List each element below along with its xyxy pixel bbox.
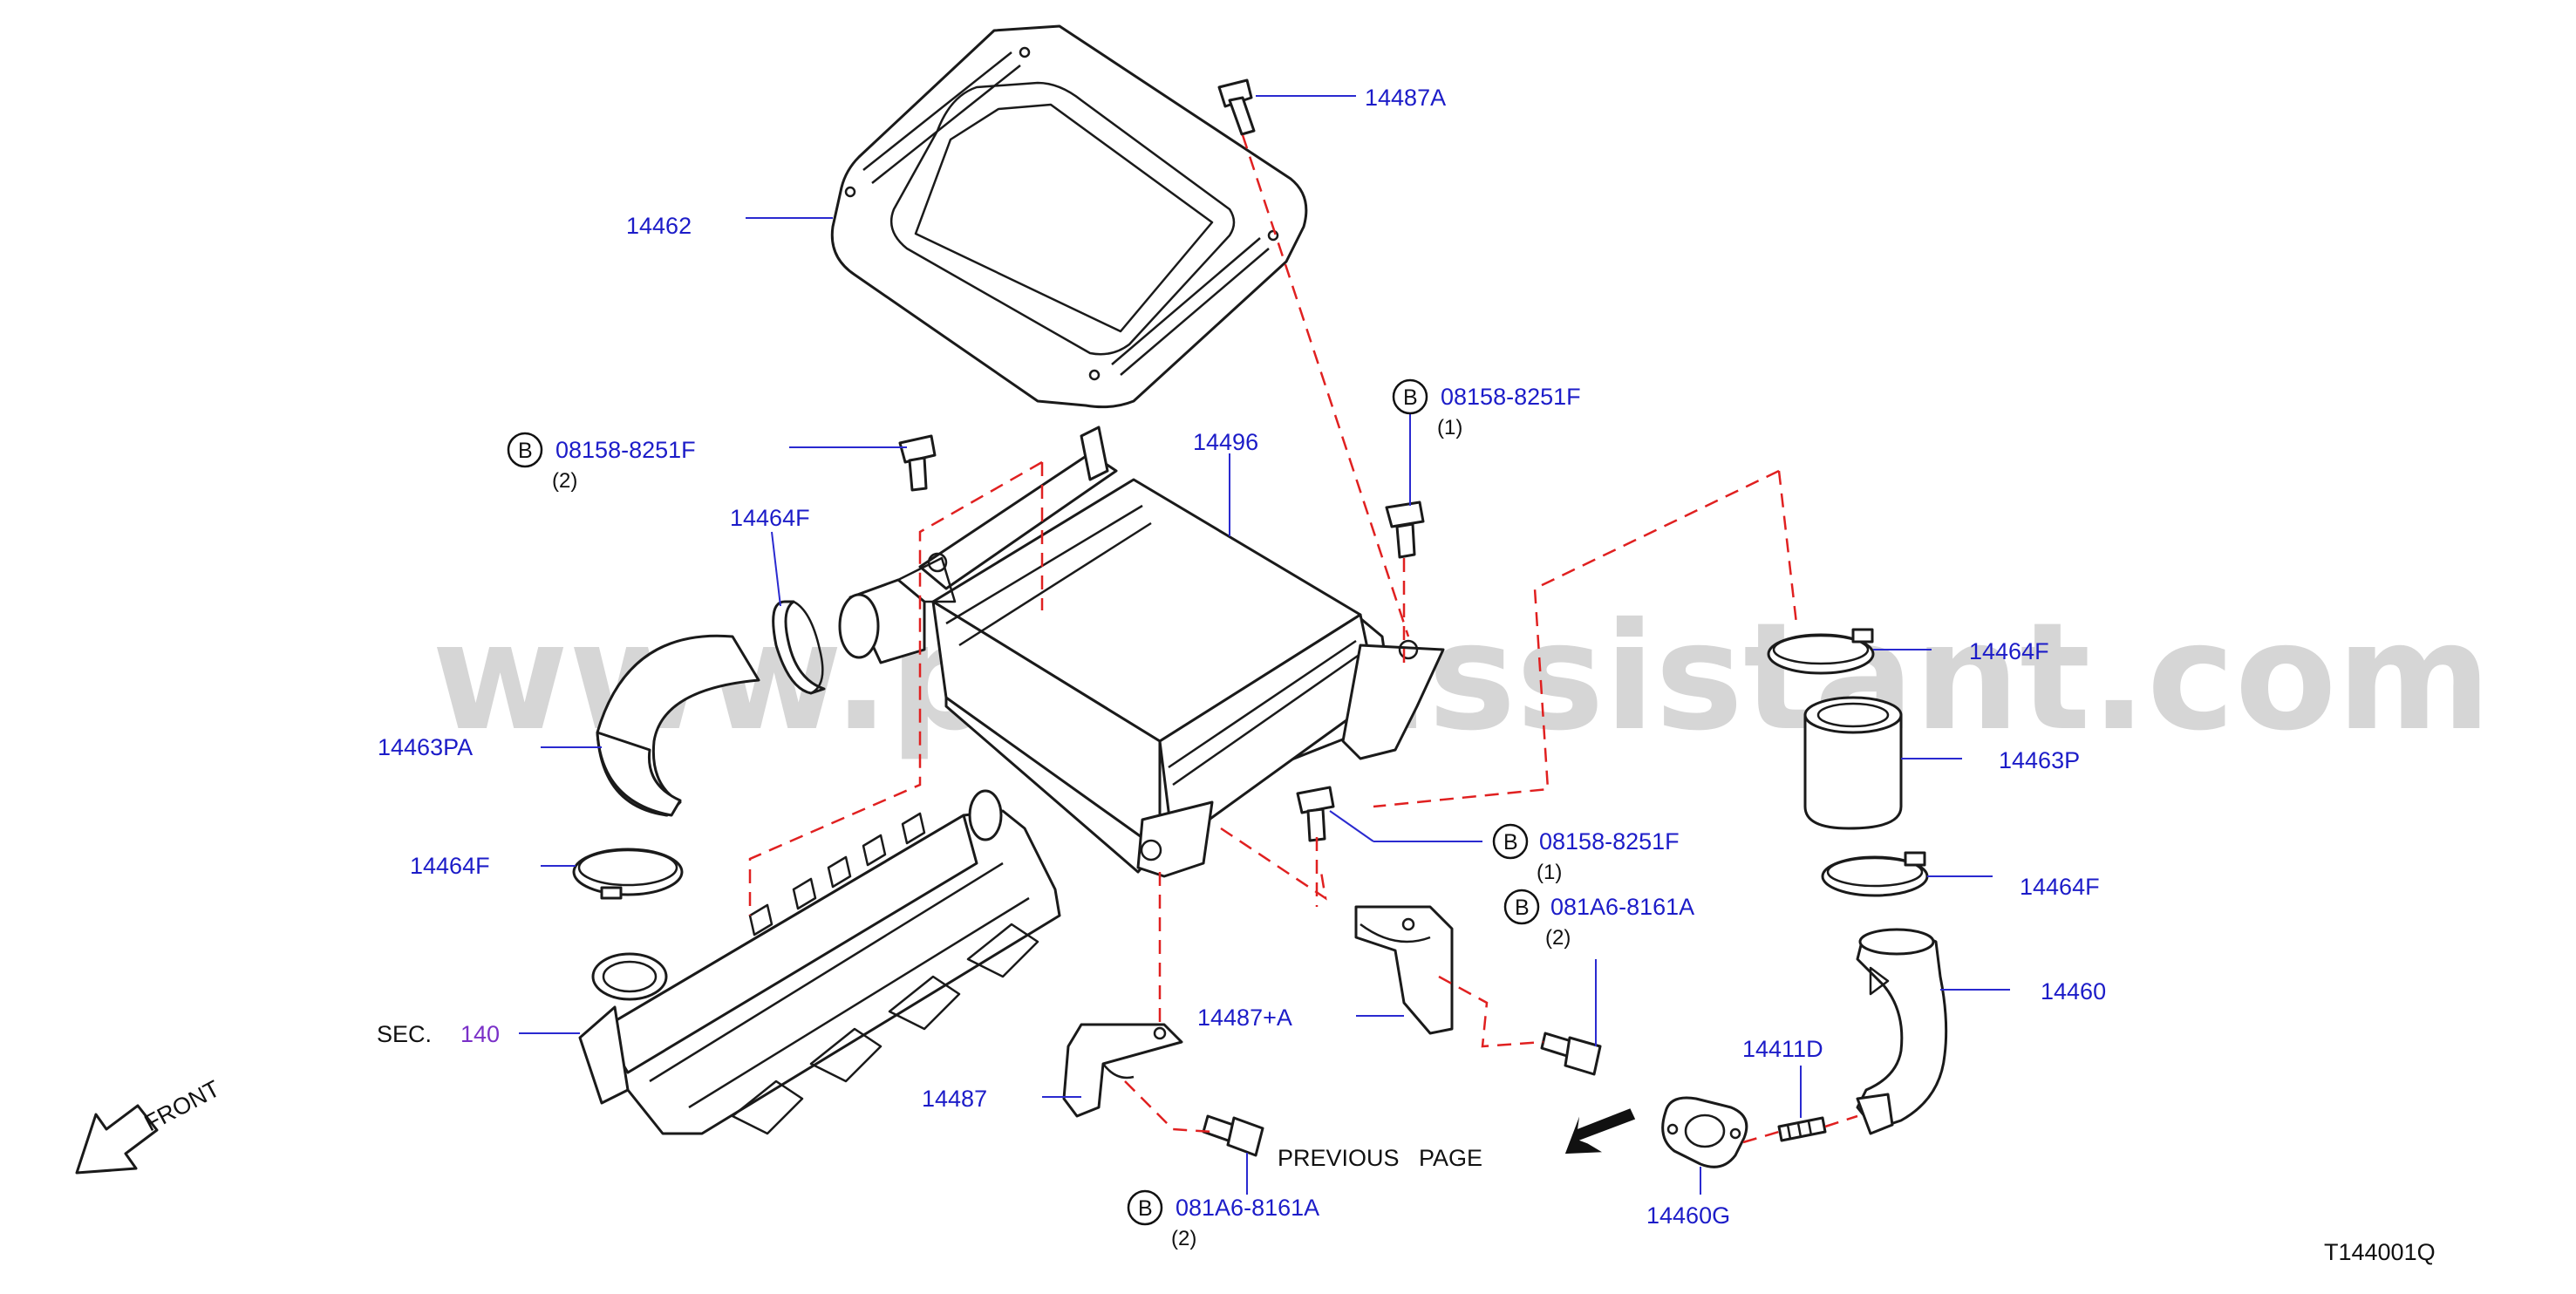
front-label: FRONT [140, 1075, 224, 1136]
previous-page-label[interactable]: PREVIOUS PAGE [1278, 1145, 1482, 1171]
b-mark: B [1403, 385, 1418, 410]
bolt-quantity: (1) [1437, 416, 1462, 439]
assembly-lines [748, 134, 1858, 1144]
b-mark: B [1503, 830, 1518, 855]
b-mark: B [1515, 896, 1530, 920]
label-clamp-right-upper: 14464F [1969, 638, 2049, 664]
callout-bolt-top-left: B 08158-8251F (2) [507, 432, 696, 493]
label-hose-right: 14463P [1999, 747, 2080, 773]
callout-bolt-bracket-right: B 081A6-8161A (2) [1503, 889, 1694, 950]
bolt-part-number: 08158-8251F [555, 437, 696, 463]
callout-bolt-top-right: B 08158-8251F (1) [1392, 378, 1581, 439]
label-gasket: 14460G [1646, 1202, 1730, 1229]
label-cover: 14462 [626, 213, 692, 239]
label-intercooler: 14496 [1193, 429, 1258, 455]
label-clamp-left-upper: 14464F [730, 505, 810, 531]
pipe-right-part [1856, 928, 1948, 1135]
label-bracket-right: 14487+A [1197, 1005, 1292, 1031]
label-clamp-right-lower: 14464F [2020, 874, 2100, 900]
bolt-bracket-right-part [1540, 1032, 1602, 1076]
intercooler-part [838, 426, 1445, 878]
label-hose-left: 14463PA [378, 734, 473, 760]
intake-manifold-part [578, 789, 1061, 1135]
section-number: 140 [460, 1021, 500, 1047]
callout-bolt-mid-right: B 08158-8251F (1) [1492, 823, 1680, 884]
section-reference: SEC. 140 [377, 1021, 500, 1047]
label-bracket-left: 14487 [922, 1086, 987, 1112]
clamp-right-lower-part [1821, 851, 1929, 897]
cover-part [830, 24, 1308, 409]
bolt-quantity: (2) [1545, 926, 1571, 950]
bolt-quantity: (2) [552, 469, 577, 493]
bolt-part-number: 08158-8251F [1441, 384, 1581, 410]
label-clamp-left-lower: 14464F [410, 853, 490, 879]
bolt-part-number: 081A6-8161A [1550, 894, 1694, 920]
bracket-left-part [1062, 1023, 1183, 1118]
stud-part [1777, 1116, 1827, 1142]
bolt-top-right-part [1385, 501, 1425, 559]
bolt-mid-right-part [1296, 786, 1335, 842]
bolt-part-number: 081A6-8161A [1176, 1195, 1319, 1221]
bolt-part-number: 08158-8251F [1539, 828, 1680, 855]
bracket-right-part [1354, 905, 1454, 1035]
front-arrow-icon [75, 1104, 159, 1175]
left-arrow-icon[interactable] [1560, 1108, 1639, 1157]
hose-right-part [1803, 696, 1903, 830]
bolt-quantity: (1) [1537, 861, 1562, 884]
leader-lines [519, 95, 2010, 1195]
bolt-top-left-part [898, 434, 937, 492]
clamp-right-upper-part [1767, 628, 1875, 675]
clamp-left-upper-part [772, 600, 826, 695]
diagram-code: T144001Q [2324, 1239, 2436, 1265]
section-prefix: SEC. [377, 1021, 432, 1047]
gasket-part [1661, 1096, 1748, 1168]
bolt-bracket-left-part [1202, 1114, 1264, 1157]
b-mark: B [1138, 1196, 1153, 1221]
label-stud: 14411D [1742, 1036, 1823, 1062]
b-mark: B [518, 439, 533, 463]
label-cover-bolt: 14487A [1365, 85, 1446, 111]
label-pipe-right: 14460 [2041, 978, 2106, 1005]
callout-bolt-bracket-left: B 081A6-8161A (2) [1127, 1189, 1319, 1250]
previous-page-link[interactable]: PREVIOUS PAGE [1278, 1108, 1639, 1171]
hose-left-part [596, 634, 760, 817]
clamp-left-lower-part [572, 848, 684, 900]
bolt-cover-part [1217, 78, 1256, 136]
bolt-quantity: (2) [1171, 1227, 1196, 1250]
front-indicator: FRONT [75, 1075, 224, 1175]
